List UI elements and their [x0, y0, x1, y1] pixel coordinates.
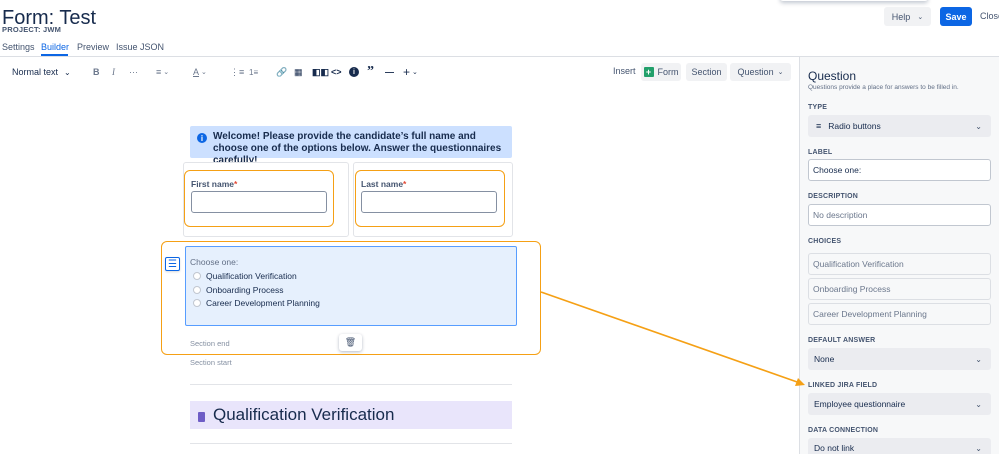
panel-title: Question	[808, 69, 857, 83]
chevron-down-icon: ⌄	[975, 399, 982, 409]
description-input[interactable]: No description	[808, 204, 991, 226]
radio-list-icon: ≡	[816, 121, 822, 131]
form-icon: +	[643, 67, 654, 77]
radio-icon	[193, 299, 201, 307]
radio-option-label: Career Development Planning	[206, 298, 320, 308]
italic-icon[interactable]: I	[112, 67, 115, 77]
code-icon[interactable]: <>	[331, 67, 342, 77]
info-text: Welcome! Please provide the candidate’s …	[213, 131, 502, 166]
first-name-highlight	[184, 170, 334, 227]
section-end-label: Section end	[190, 339, 230, 348]
tab-preview[interactable]: Preview	[77, 42, 110, 52]
active-tab-indicator	[41, 54, 68, 56]
linked-field-label: LINKED JIRA FIELD	[808, 382, 878, 389]
info-icon: i	[197, 133, 207, 143]
section-start-label: Section start	[190, 358, 232, 367]
section-heading	[190, 401, 512, 429]
question-block[interactable]	[185, 246, 517, 326]
chevron-down-icon: ⌄	[975, 121, 982, 131]
type-label: TYPE	[808, 104, 828, 111]
numbered-list-icon[interactable]: 1≡	[249, 67, 259, 77]
last-name-label: Last name*	[361, 179, 407, 189]
section-divider	[190, 443, 512, 444]
tab-issue-json[interactable]: Issue JSON	[116, 42, 165, 52]
question-highlight	[161, 241, 541, 355]
plus-icon[interactable]: +⌄	[403, 65, 418, 79]
first-name-input[interactable]	[191, 191, 327, 213]
label-label: LABEL	[808, 149, 833, 156]
align-icon[interactable]: ≡⌄	[156, 67, 170, 77]
label-input[interactable]: Choose one:	[808, 159, 991, 181]
drag-handle-icon[interactable]: ☰	[165, 257, 180, 271]
text-style-dropdown[interactable]: Normal text ⌄	[12, 66, 71, 78]
radio-option-label: Onboarding Process	[206, 285, 284, 295]
popup-edge	[780, 0, 928, 1]
question-button-label: Question	[737, 67, 774, 77]
save-button[interactable]: Save	[940, 7, 972, 26]
chevron-down-icon: ⌄	[975, 443, 982, 453]
form-button-label: Form	[657, 67, 679, 77]
info-icon[interactable]: i	[349, 66, 359, 78]
text-style-label: Normal text	[12, 67, 59, 77]
divider-icon[interactable]: —	[385, 67, 394, 77]
more-formatting-button[interactable]: ···	[129, 67, 138, 77]
help-label: Help	[891, 11, 911, 22]
section-divider	[190, 384, 512, 385]
first-name-label: First name*	[191, 179, 238, 189]
insert-section-button[interactable]: Section	[686, 63, 727, 81]
chevron-down-icon: ⌄	[917, 13, 924, 21]
radio-icon	[193, 286, 201, 294]
radio-option[interactable]: Onboarding Process	[193, 285, 284, 295]
project-label: PROJECT: JWM	[2, 25, 62, 34]
choice-input[interactable]: Onboarding Process	[808, 278, 991, 300]
bold-icon[interactable]: B	[93, 67, 100, 77]
last-name-highlight	[355, 170, 505, 227]
info-panel	[190, 126, 512, 158]
bullet-list-icon[interactable]: ⋮≡	[230, 66, 245, 77]
default-answer-select[interactable]: None ⌄	[808, 348, 991, 370]
type-select[interactable]: ≡ Radio buttons ⌄	[808, 115, 991, 137]
type-value: Radio buttons	[828, 121, 881, 131]
default-answer-label: DEFAULT ANSWER	[808, 337, 876, 344]
data-connection-value: Do not link	[814, 443, 855, 453]
choice-input[interactable]: Qualification Verification	[808, 253, 991, 275]
radio-option[interactable]: Career Development Planning	[193, 298, 320, 308]
link-icon[interactable]: 🔗	[276, 66, 288, 77]
chevron-down-icon: ⌄	[777, 69, 784, 76]
insert-form-button[interactable]: + Form	[641, 63, 681, 81]
tab-builder[interactable]: Builder	[41, 42, 70, 52]
page-title: Form: Test	[2, 7, 97, 29]
table-icon[interactable]: ▦	[294, 66, 303, 77]
insert-question-button[interactable]: Question ⌄	[730, 63, 791, 81]
choice-input[interactable]: Career Development Planning	[808, 303, 991, 325]
radio-option[interactable]: Qualification Verification	[193, 271, 297, 281]
quote-icon[interactable]: ”	[367, 64, 374, 79]
chevron-down-icon: ⌄	[64, 67, 71, 77]
panel-subtitle: Questions provide a place for answers to…	[808, 84, 959, 91]
linked-field-value: Employee questionnaire	[814, 399, 906, 409]
section-icon	[198, 412, 205, 422]
layout-icon[interactable]: ◧◧	[312, 66, 330, 77]
data-connection-label: DATA CONNECTION	[808, 427, 879, 434]
choices-label: CHOICES	[808, 238, 842, 245]
description-label: DESCRIPTION	[808, 193, 859, 200]
help-button[interactable]: Help ⌄	[884, 7, 931, 26]
radio-option-label: Qualification Verification	[206, 271, 297, 281]
close-button[interactable]: Close	[980, 11, 999, 21]
question-label: Choose one:	[190, 257, 239, 267]
linked-field-select[interactable]: Employee questionnaire ⌄	[808, 393, 991, 415]
chevron-down-icon: ⌄	[975, 354, 982, 364]
data-connection-select[interactable]: Do not link ⌄	[808, 438, 991, 454]
section-title: Qualification Verification	[213, 405, 395, 424]
last-name-input[interactable]	[361, 191, 497, 213]
tab-settings[interactable]: Settings	[2, 42, 35, 52]
radio-icon	[193, 272, 201, 280]
tab-bar: Settings Builder Preview Issue JSON	[0, 42, 799, 56]
insert-label: Insert	[613, 66, 636, 76]
header-divider	[0, 56, 999, 57]
default-answer-value: None	[814, 354, 835, 364]
text-color-icon[interactable]: A⌄	[193, 67, 207, 77]
trash-icon[interactable]: 🗑	[339, 334, 362, 351]
